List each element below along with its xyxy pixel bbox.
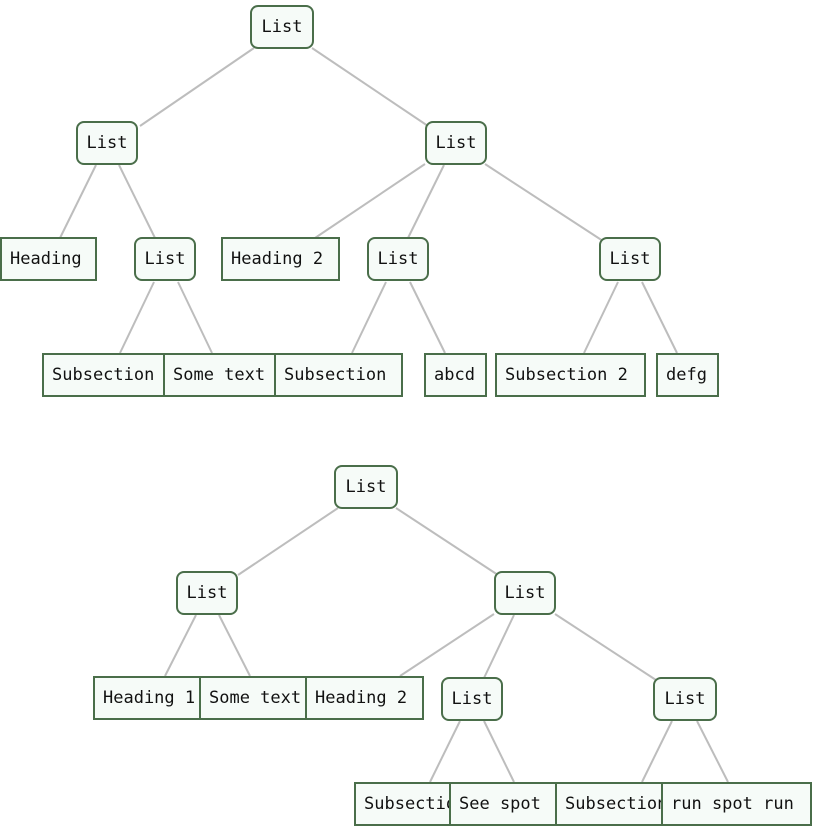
tree2-left-list-node: List [176, 571, 238, 615]
tree1-heading-node: Heading [0, 237, 97, 281]
edge [696, 720, 729, 783]
edge [483, 720, 515, 783]
tree2-heading2-node: Heading 2 [305, 676, 424, 720]
tree1-left-list-node: List [76, 121, 138, 165]
edge [311, 47, 429, 127]
tree2-run-spot-run-node: run spot run [661, 782, 812, 826]
edge [399, 613, 495, 677]
tree2-heading1-node: Heading 1 [93, 676, 203, 720]
edge [484, 163, 604, 242]
tree1-defg-node: defg [656, 353, 719, 397]
edge [314, 163, 426, 239]
edge [641, 281, 678, 354]
edge [177, 281, 213, 354]
tree2-right-list-node: List [494, 571, 556, 615]
edge [164, 614, 197, 677]
edge [583, 281, 619, 354]
edge [409, 281, 446, 354]
tree1-left-sublist-node: List [134, 237, 196, 281]
edge [351, 281, 387, 354]
edge [218, 614, 251, 677]
tree2-mid-list-node: List [441, 677, 503, 721]
edge [554, 613, 657, 681]
tree2-some-text-node: Some text [199, 676, 309, 720]
edge [118, 164, 156, 239]
tree1-heading2-node: Heading 2 [221, 237, 340, 281]
tree2-right-sublist-node: List [653, 677, 717, 721]
tree2-root-node: List [334, 465, 398, 509]
edge [407, 164, 445, 239]
tree1-root-node: List [250, 5, 314, 49]
tree1-abcd-node: abcd [424, 353, 487, 397]
tree1-right-list-node: List [425, 121, 487, 165]
edge [119, 281, 155, 354]
tree2-see-spot-node: See spot [449, 782, 559, 826]
tree2-subsection-node: Subsection [555, 782, 665, 826]
tree1-subsection2-node: Subsection 2 [495, 353, 646, 397]
tree1-right-sublist-node: List [599, 237, 661, 281]
edge [139, 47, 255, 127]
edge [395, 507, 499, 576]
tree1-some-text-node: Some text [163, 353, 277, 397]
edge [59, 164, 97, 239]
tree1-subsection-node: Subsection [42, 353, 166, 397]
tree1-mid-list-node: List [367, 237, 429, 281]
tree1-subsection-node: Subsection [274, 353, 403, 397]
edge [429, 720, 461, 783]
edge [237, 507, 339, 576]
edge [483, 614, 515, 679]
edge [641, 720, 673, 783]
tree2-subsection-node: Subsection [354, 782, 452, 826]
